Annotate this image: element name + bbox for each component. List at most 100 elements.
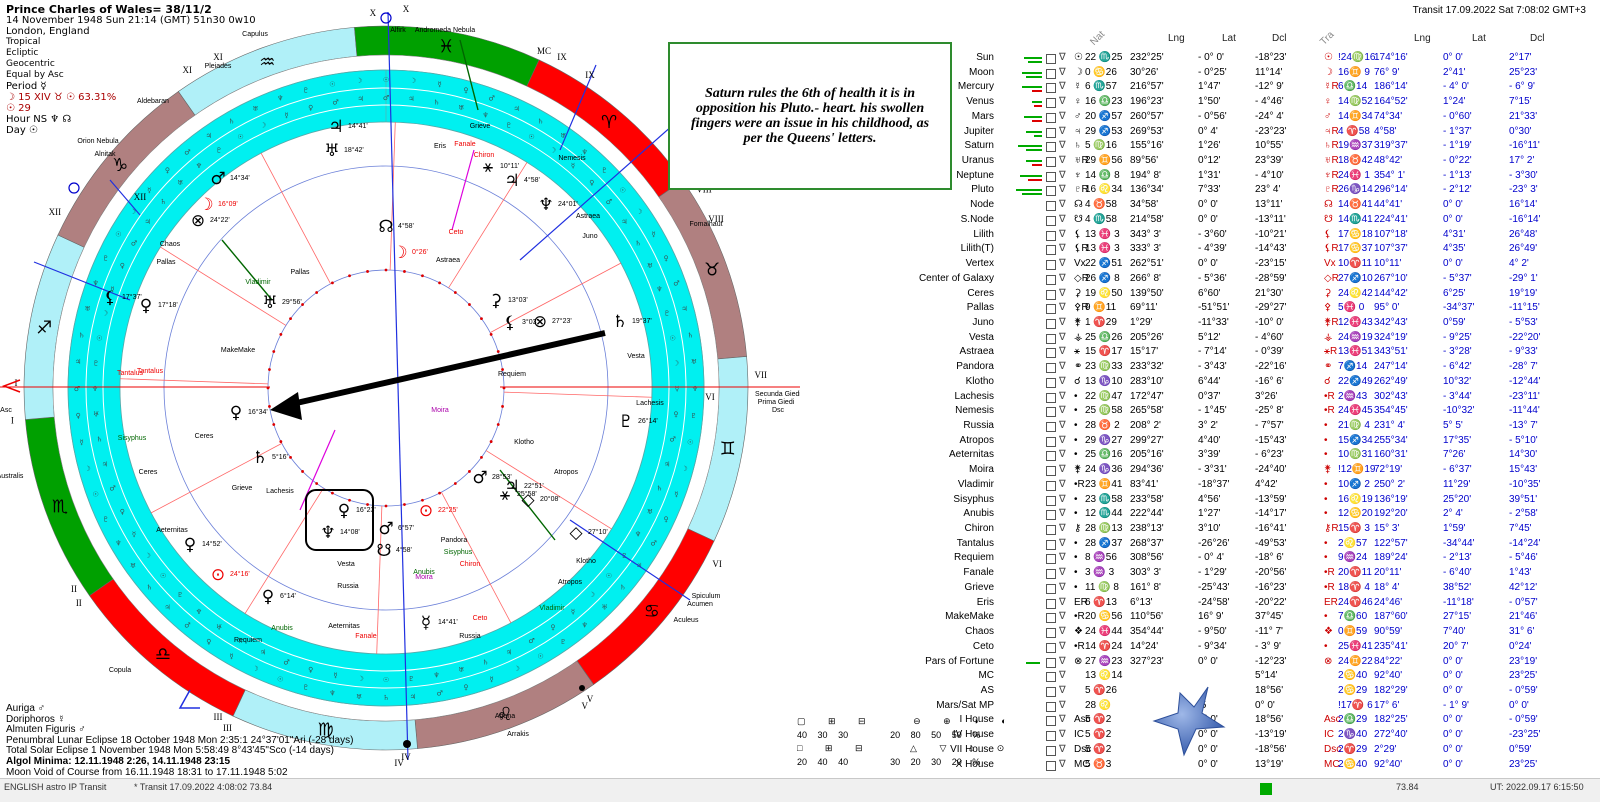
planet-glyph[interactable]: ⚸ [504,313,516,333]
planet-glyph[interactable]: ♀ [262,587,274,607]
planet-glyph[interactable]: ♆ [320,523,335,543]
orb-w7[interactable]: 20 % [951,757,981,767]
aspect-checkbox[interactable] [1046,642,1056,653]
aspect-checkbox[interactable] [1046,333,1056,344]
aspect-checkbox[interactable] [1046,392,1056,403]
aspect-checkbox[interactable] [1046,112,1056,123]
aspect-checkbox[interactable] [1046,157,1056,168]
planet-glyph[interactable]: ☽ [198,195,213,215]
aspect-checkbox[interactable] [1046,348,1056,359]
planet-glyph[interactable]: ◇ [569,523,583,543]
aspect-checkbox[interactable] [1046,54,1056,64]
planet-glyph[interactable]: ⊗ [191,211,205,231]
aspect-checkbox[interactable] [1046,495,1056,506]
orb-v2[interactable]: 30 [817,730,828,740]
aspect-checkbox[interactable] [1046,701,1056,712]
aspect-checkbox[interactable] [1046,127,1056,138]
planet-glyph[interactable]: ♂ [472,468,487,488]
planet-glyph[interactable]: ♂ [378,519,393,539]
planet-glyph[interactable]: ☿ [421,613,431,633]
aspect-checkbox[interactable] [1046,657,1056,668]
aspect-checkbox[interactable] [1046,230,1056,241]
planet-glyph[interactable]: ☋ [376,541,391,561]
status-lang[interactable]: ENGLISH astro IP Transit [4,782,107,792]
aspect-checkbox[interactable] [1046,480,1056,491]
aspect-checkbox[interactable] [1046,363,1056,374]
planet-glyph[interactable]: ♀ [184,535,196,555]
aspect-checkbox[interactable] [1046,731,1056,742]
aspect-checkbox[interactable] [1046,422,1056,432]
aspect-checkbox[interactable] [1046,142,1056,153]
aspect-checkbox[interactable] [1046,83,1056,94]
planet-glyph[interactable]: ⊙ [211,565,225,585]
orb-w3[interactable]: 40 [838,757,849,767]
planet-glyph[interactable]: ♅ [324,141,339,161]
aspect-checkbox[interactable] [1046,215,1056,226]
planet-glyph[interactable]: ♂ [210,169,225,189]
aspect-checkbox[interactable] [1046,260,1056,271]
planet-glyph[interactable]: ◇ [521,490,535,510]
aspect-checkbox[interactable] [1046,407,1056,418]
orb-v1[interactable]: 40 [797,730,808,740]
planet-glyph[interactable]: ⚹ [500,485,510,505]
orb-w4[interactable]: 30 [890,757,901,767]
orb-v4[interactable]: 20 [890,730,901,740]
planet-glyph[interactable]: ♀ [140,296,152,316]
aspect-checkbox[interactable] [1046,569,1056,580]
planet-glyph[interactable]: ☊ [378,217,393,237]
planet-glyph[interactable]: ♀ [338,501,350,521]
aspect-checkbox[interactable] [1046,583,1056,594]
orb-v5[interactable]: 80 [910,730,921,740]
planet-glyph[interactable]: ♇ [618,412,633,432]
aspect-checkbox[interactable] [1046,598,1056,609]
orb-controls[interactable]: ▢ ⊞ ⊟ ⊖ ⊕ ◑ ◐ 40 30 30 20 80 50 50 % □ ⊞… [797,716,1017,767]
planet-glyph[interactable]: ♄ [612,312,627,332]
aspect-checkbox[interactable] [1046,201,1056,212]
astro-wheel[interactable]: ♈♉♊♋♌♍♎♏♐♑♒♓ ☉♂☽♃☿♄♀♅♂♆♃♇♄☉♅☽♆☿♇♀☉♂☽♃☿♄♀… [0,0,800,778]
aspect-checkbox[interactable] [1046,68,1056,79]
aspect-checkbox[interactable] [1046,745,1056,756]
aspect-checkbox[interactable] [1046,98,1056,109]
planet-glyph[interactable]: ♃ [328,117,343,137]
orb-w2[interactable]: 40 [817,757,828,767]
planet-glyph[interactable]: ⚸ [104,288,116,308]
planet-glyph[interactable]: ☽ [392,243,407,263]
planet-glyph[interactable]: ♆ [538,195,553,215]
planet-glyph[interactable]: ♃ [504,477,519,497]
note-box[interactable]: Saturn rules the 6th of health it is in … [668,42,952,190]
planet-glyph[interactable]: ♅ [262,293,277,313]
orb-v7[interactable]: 50 % [951,730,981,740]
aspect-checkbox[interactable] [1046,554,1056,565]
planet-glyph[interactable]: ⚳ [490,291,502,311]
